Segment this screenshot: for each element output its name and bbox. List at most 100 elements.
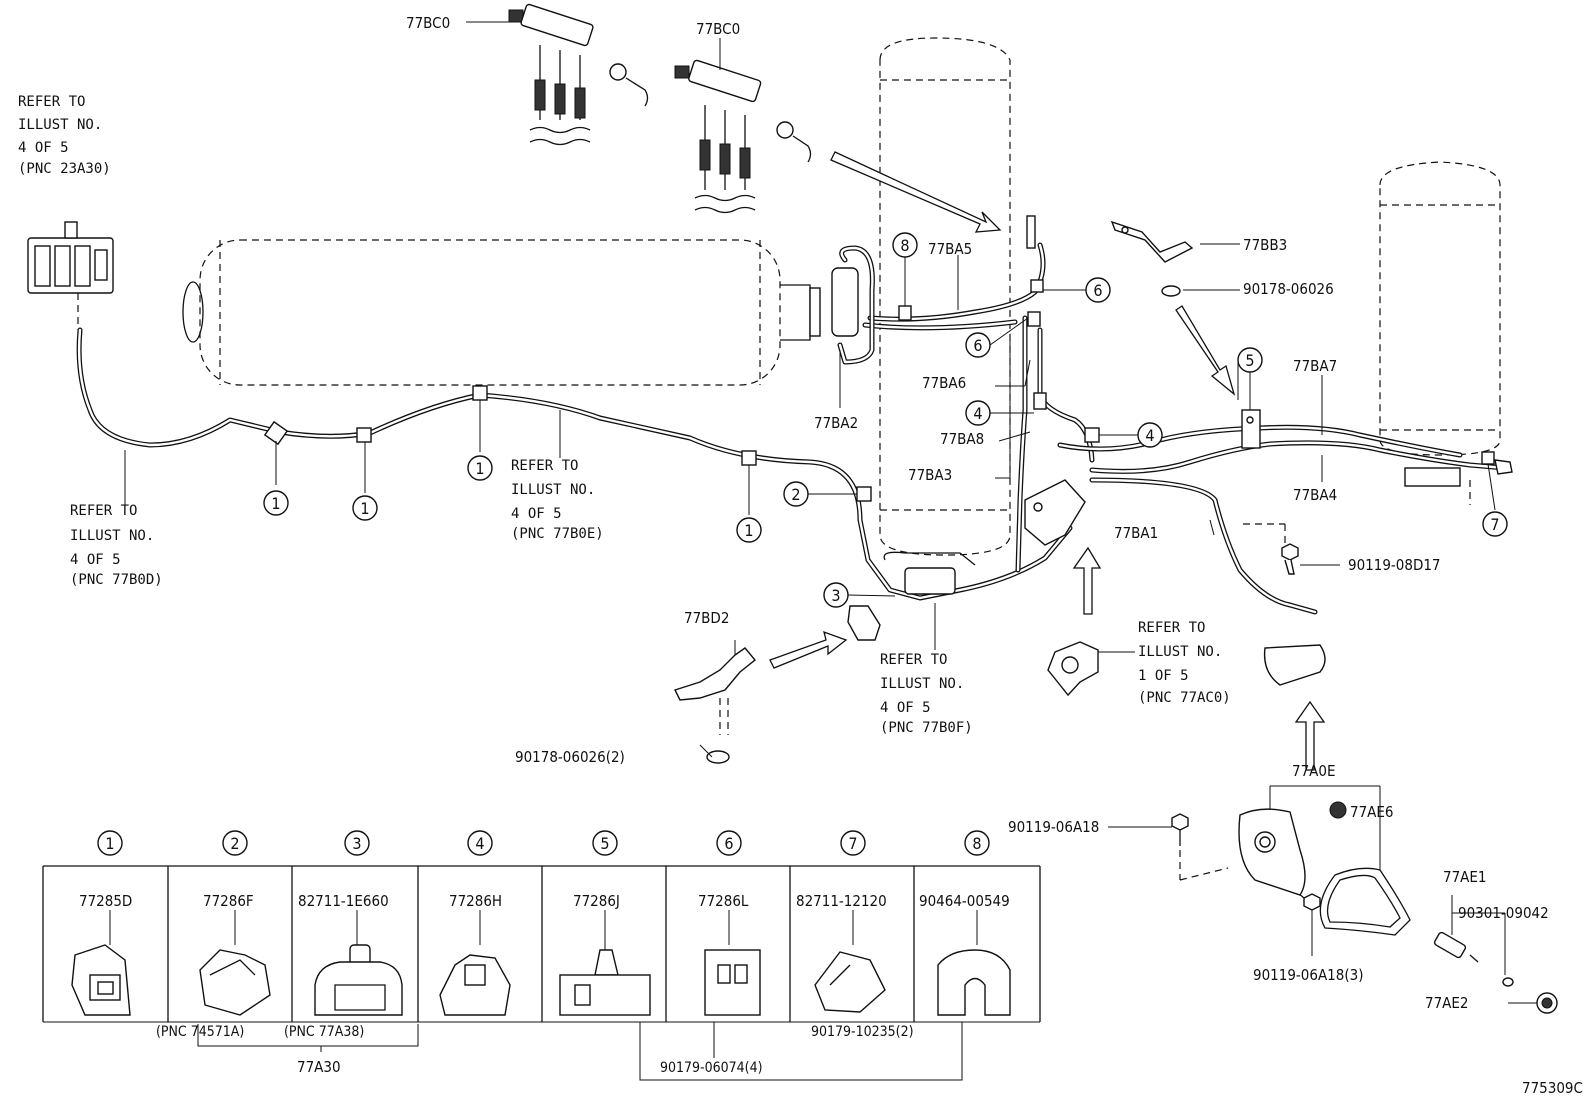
callout-8: 8 [892, 232, 918, 306]
svg-text:6: 6 [1093, 281, 1102, 300]
callout-6-a: 6 [1043, 277, 1111, 303]
legend-part-7: 82711-12120 [796, 892, 887, 910]
label-77a30: 77A30 [297, 1058, 341, 1076]
label-77ba2: 77BA2 [814, 414, 858, 432]
svg-text:8: 8 [972, 834, 981, 853]
svg-text:4: 4 [1145, 426, 1154, 445]
label-90179-06074: 90179-06074(4) [660, 1060, 763, 1076]
clip-icon-1 [71, 944, 131, 1016]
label-90119-08d17: 90119-08D17 [1348, 556, 1441, 574]
legend-num-5: 5 [592, 830, 618, 856]
label-77ba1: 77BA1 [1114, 524, 1158, 542]
right-tank-fittings [1404, 459, 1513, 505]
connector-77bc0-b [674, 59, 812, 214]
legend-num-6: 6 [716, 830, 742, 856]
refer-note-right-mid: REFER TO ILLUST NO. 1 OF 5 (PNC 77AC0) [1138, 620, 1231, 706]
label-90119-06a18-3: 90119-06A18(3) [1253, 966, 1363, 984]
arrow-icon-77bd2 [769, 630, 848, 669]
svg-text:5: 5 [1245, 351, 1254, 370]
illustration-number: 775309C [1522, 1079, 1583, 1097]
svg-text:(PNC 77B0D): (PNC 77B0D) [70, 572, 163, 588]
fuel-pipe-77ba7-77ba4 [1057, 424, 1508, 474]
callout-7: 7 [1482, 463, 1508, 537]
part-labels: 77BC0 77BC0 77BA5 77BB3 90178-06026 77BA… [406, 14, 1583, 1097]
arrow-icon-77ac0 [1072, 546, 1102, 615]
legend-part-6: 77286L [698, 892, 749, 910]
svg-text:6: 6 [724, 834, 733, 853]
svg-text:1: 1 [105, 834, 114, 853]
charcoal-canister [883, 479, 1086, 595]
legend-num-2: 2 [222, 830, 248, 856]
connector-77bc0-a [508, 3, 649, 146]
legend-num-8: 8 [964, 830, 990, 856]
label-77ba5: 77BA5 [928, 240, 972, 258]
leader-lines [124, 21, 1537, 1004]
label-77ba3: 77BA3 [908, 466, 952, 484]
svg-text:(PNC 77B0E): (PNC 77B0E) [511, 526, 604, 542]
clip-icon-3 [314, 944, 403, 1016]
svg-text:REFER TO: REFER TO [18, 94, 85, 110]
bracket-3 [847, 605, 881, 641]
svg-text:2: 2 [791, 485, 800, 504]
clip-icon-2 [199, 949, 271, 1016]
legend-num-1: 1 [97, 830, 123, 856]
legend-part-8: 90464-00549 [919, 892, 1010, 910]
label-77bd2: 77BD2 [684, 609, 729, 627]
arrow-icon-77a0e [1294, 700, 1326, 771]
arrow-icon-to-5 [1175, 305, 1236, 396]
callout-4-b: 4 [1099, 422, 1163, 448]
legend-pnc-note-1: (PNC 74571A) [156, 1024, 244, 1040]
callout-4-a: 4 [965, 400, 1034, 426]
label-77a0e: 77A0E [1292, 762, 1336, 780]
svg-text:REFER TO: REFER TO [1138, 620, 1205, 636]
label-77ae2: 77AE2 [1425, 994, 1469, 1012]
svg-text:REFER TO: REFER TO [70, 503, 137, 519]
svg-text:ILLUST NO.: ILLUST NO. [70, 528, 154, 544]
label-77bc0-a: 77BC0 [406, 14, 450, 32]
label-77ba6: 77BA6 [922, 374, 966, 392]
refer-note-bottom-center: REFER TO ILLUST NO. 4 OF 5 (PNC 77B0F) [880, 652, 973, 736]
valve-77ac0 [1047, 641, 1099, 697]
svg-text:3: 3 [352, 834, 361, 853]
svg-text:3: 3 [831, 586, 840, 605]
legend-num-7: 7 [840, 830, 866, 856]
callout-5: 5 [1237, 347, 1263, 410]
arrow-icon-to-77ba5 [830, 151, 1002, 233]
legend-part-5: 77286J [573, 892, 620, 910]
svg-text:ILLUST NO.: ILLUST NO. [880, 676, 964, 692]
bolt-icon-06a18 [1171, 813, 1321, 911]
svg-text:7: 7 [848, 834, 857, 853]
label-90119-06a18: 90119-06A18 [1008, 818, 1099, 836]
legend-clip-10235: 90179-10235(2) [811, 1024, 914, 1040]
callouts: 1 1 1 1 2 3 4 4 5 6 6 7 8 [263, 232, 1508, 608]
fuel-pipe-77ba2 [831, 245, 875, 365]
label-90301-09042: 90301-09042 [1458, 904, 1549, 922]
legend-part-2: 77286F [203, 892, 254, 910]
svg-text:7: 7 [1490, 515, 1499, 534]
bolt-icon [1243, 523, 1299, 575]
svg-text:REFER TO: REFER TO [880, 652, 947, 668]
bracket-77bd2 [674, 647, 756, 764]
refer-note-left-mid: REFER TO ILLUST NO. 4 OF 5 (PNC 77B0D) [70, 503, 163, 588]
svg-text:1: 1 [360, 499, 369, 518]
label-90178-06026: 90178-06026 [1243, 280, 1334, 298]
legend-part-1: 77285D [79, 892, 132, 910]
label-77ae6: 77AE6 [1350, 803, 1394, 821]
svg-text:4 OF 5: 4 OF 5 [18, 140, 69, 156]
svg-text:ILLUST NO.: ILLUST NO. [18, 117, 102, 133]
callout-1-c: 1 [467, 400, 493, 481]
svg-text:4: 4 [475, 834, 484, 853]
svg-text:1 OF 5: 1 OF 5 [1138, 668, 1189, 684]
legend-part-3: 82711-1E660 [298, 892, 389, 910]
legend-part-4: 77286H [449, 892, 502, 910]
svg-text:1: 1 [744, 521, 753, 540]
svg-text:4 OF 5: 4 OF 5 [70, 552, 121, 568]
svg-text:4 OF 5: 4 OF 5 [511, 506, 562, 522]
clip-icon-4 [439, 954, 511, 1016]
svg-text:(PNC 77AC0): (PNC 77AC0) [1138, 690, 1231, 706]
clip-icon-6 [704, 949, 761, 1016]
refer-note-center: REFER TO ILLUST NO. 4 OF 5 (PNC 77B0E) [511, 458, 604, 542]
svg-text:4: 4 [973, 404, 982, 423]
svg-text:(PNC 23A30): (PNC 23A30) [18, 161, 111, 177]
